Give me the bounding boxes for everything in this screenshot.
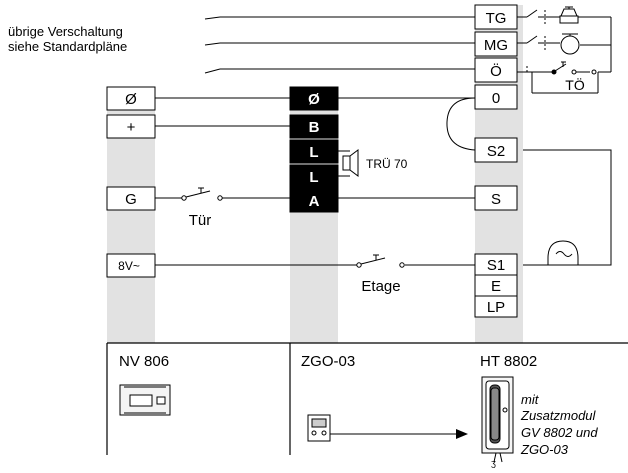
- door-opener-icon: [517, 61, 599, 94]
- ht8802-terminal-5: S: [491, 191, 501, 208]
- ht8802-terminal-4: S2: [487, 143, 505, 160]
- ht8802-note-line-1: Zusatzmodul: [520, 408, 597, 423]
- nv806-terminal-2: G: [125, 191, 137, 208]
- ht8802-note-line-2: GV 8802 und: [521, 425, 598, 440]
- nv806-title: NV 806: [119, 353, 169, 370]
- door-switch-icon: [181, 187, 223, 201]
- ht8802-terminal-8: LP: [487, 299, 505, 316]
- ht8802-terminal-7: E: [491, 278, 501, 295]
- ht8802-note-line-3: ZGO-03: [520, 442, 569, 457]
- ht8802-terminal-3: 0: [492, 90, 500, 107]
- zgo03-terminal-3: L: [309, 169, 318, 186]
- ht8802-title: HT 8802: [480, 353, 537, 370]
- zgo03-terminal-2: L: [309, 144, 318, 161]
- svg-text:ʒ: ʒ: [491, 458, 496, 468]
- zgo03-terminal-4: A: [309, 193, 320, 210]
- ht8802-terminal-1: MG: [484, 37, 508, 54]
- ht8802-terminal-6: S1: [487, 257, 505, 274]
- bell-icon: [517, 33, 580, 55]
- speaker-icon: [338, 149, 359, 177]
- ht8802-terminal-2: Ö: [490, 62, 502, 80]
- note-line-2: siehe Standardpläne: [8, 39, 128, 54]
- note-line-1: übrige Verschaltung: [8, 24, 123, 39]
- door-switch-label: Tür: [189, 212, 212, 229]
- nv806-terminal-0: Ø: [125, 91, 137, 108]
- floor-switch-icon: [356, 254, 405, 268]
- zgo03-terminal-1: B: [309, 119, 320, 136]
- buzzer-icon: [517, 6, 579, 24]
- nv806-terminal-1: +: [127, 119, 136, 136]
- nv806-terminal-3: 8V~: [118, 259, 140, 273]
- gong-icon: [544, 240, 582, 266]
- handset-icon: [481, 376, 514, 463]
- zgo03-title: ZGO-03: [301, 353, 355, 370]
- power-supply-icon: [119, 384, 171, 416]
- module-icon: [307, 414, 331, 442]
- arrow-icon: [330, 429, 468, 439]
- floor-switch-label: Etage: [361, 278, 400, 295]
- speaker-label: TRÜ 70: [366, 157, 408, 171]
- ht8802-note-line-0: mit: [521, 392, 540, 407]
- ht8802-terminal-0: TG: [486, 10, 507, 27]
- door-opener-label: TÖ: [565, 76, 585, 93]
- zgo03-terminal-0: Ø: [308, 91, 320, 108]
